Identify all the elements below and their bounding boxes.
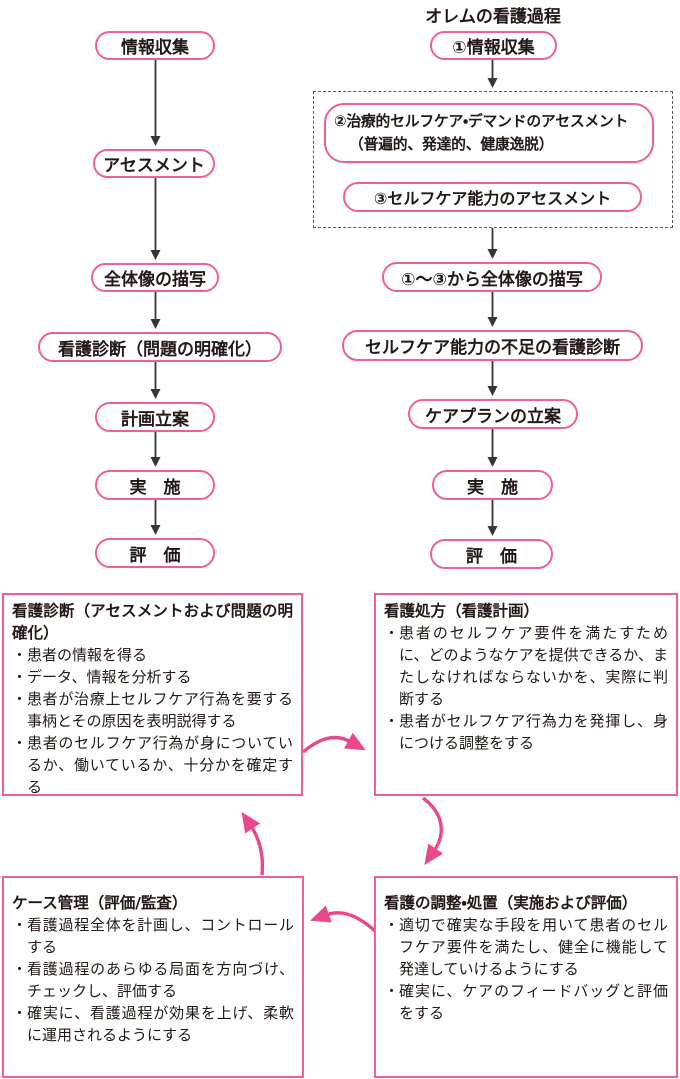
cycle-box-title: 看護処方（看護計画） — [384, 602, 540, 620]
left-flow-node-nursing-diagnosis: 看護診断（問題の明確化） — [38, 332, 282, 362]
bullet-marker: ・ — [384, 624, 400, 642]
cycle-box-title: 看護の調整・処置（実施および評価） — [384, 894, 638, 912]
list-item-text: 看護過程のあらゆる局面を方向づけ、チェックし、評価する — [27, 960, 294, 1000]
list-item-text: 確実に、看護過程が効果を上げ、柔軟に運用されるようにする — [27, 1004, 294, 1044]
cycle-box-nursing-regulation: 看護の調整・処置（実施および評価） ・ 適切で確実な手段を用いて患者のセルフケア… — [374, 876, 678, 1078]
list-item: ・ データ、情報を分析する — [12, 666, 293, 688]
left-flow-node-information-gathering: 情報収集 — [95, 31, 215, 60]
list-item: ・ 患者の情報を得る — [12, 644, 293, 666]
list-item-text: 患者の情報を得る — [27, 646, 148, 664]
bullet-marker: ・ — [12, 646, 28, 664]
list-item: ・ 患者のセルフケア要件を満たすために、どのようなケアを提供できるか、またしなけ… — [384, 622, 668, 710]
list-item: ・ 看護過程全体を計画し、コントロールする — [12, 914, 294, 958]
cycle-arrow-prescription-to-regulation — [421, 796, 444, 866]
right-flow-node-8-evaluation: 評 価 — [430, 539, 553, 569]
list-item-text: 患者のセルフケア行為が身についているか、働いているか、十分かを確定する — [27, 734, 293, 796]
bullet-marker: ・ — [12, 916, 28, 934]
list-item-text: 患者のセルフケア要件を満たすために、どのようなケアを提供できるか、またしなければ… — [399, 624, 668, 708]
list-item: ・ 患者が治療上セルフケア行為を要する事柄とその原因を表明説得する — [12, 688, 293, 732]
left-flow-node-planning: 計画立案 — [95, 402, 215, 432]
cycle-arrow-regulation-to-case-management — [309, 905, 377, 933]
diagram-title: オレムの看護過程 — [425, 7, 561, 27]
list-item-text: データ、情報を分析する — [27, 668, 192, 686]
cycle-box-title: ケース管理（評価/監査） — [12, 894, 188, 912]
bullet-marker: ・ — [12, 1004, 28, 1022]
list-item-text: 患者がセルフケア行為力を発揮し、身につける調整をする — [399, 712, 668, 752]
list-item-text: 患者が治療上セルフケア行為を要する事柄とその原因を表明説得する — [27, 690, 293, 730]
list-item: ・ 看護過程のあらゆる局面を方向づけ、チェックし、評価する — [12, 958, 294, 1002]
list-item: ・ 確実に、ケアのフィードバッグと評価をする — [384, 980, 668, 1024]
right-flow-node-6-care-plan: ケアプランの立案 — [408, 399, 578, 429]
bullet-marker: ・ — [12, 734, 28, 752]
list-item-text: 適切で確実な手段を用いて患者のセルフケア要件を満たし、健全に機能して発達していけ… — [399, 916, 668, 978]
list-item: ・ 適切で確実な手段を用いて患者のセルフケア要件を満たし、健全に機能して発達して… — [384, 914, 668, 980]
bullet-marker: ・ — [12, 690, 28, 708]
list-item: ・ 患者のセルフケア行為が身についているか、働いているか、十分かを確定する — [12, 732, 293, 796]
bullet-marker: ・ — [12, 668, 28, 686]
left-flow-node-implementation: 実 施 — [95, 470, 215, 500]
left-flow-node-overall-picture: 全体像の描写 — [91, 263, 219, 292]
right-flow-node-5-selfcare-deficit-diagnosis: セルフケア能力の不足の看護診断 — [342, 330, 643, 361]
cycle-box-case-management: ケース管理（評価/監査） ・ 看護過程全体を計画し、コントロールする ・ 看護過… — [2, 876, 304, 1078]
list-item: ・ 確実に、看護過程が効果を上げ、柔軟に運用されるようにする — [12, 1002, 294, 1046]
cycle-box-nursing-diagnosis: 看護診断（アセスメントおよび問題の明確化） ・ 患者の情報を得る ・ データ、情… — [2, 593, 303, 796]
cycle-arrow-diagnosis-to-prescription — [301, 732, 366, 754]
right-flow-node-1-information-gathering: ①情報収集 — [430, 31, 557, 60]
bullet-marker: ・ — [384, 982, 400, 1000]
bullet-marker: ・ — [12, 960, 28, 978]
left-flow-node-assessment: アセスメント — [93, 149, 215, 178]
right-flow-node-7-implementation: 実 施 — [432, 470, 553, 500]
cycle-arrow-case-management-to-diagnosis — [241, 811, 265, 876]
bullet-marker: ・ — [384, 712, 400, 730]
right-flow-node-4-overall-picture: ①～③から全体像の描写 — [382, 262, 602, 292]
left-flow-node-evaluation: 評 価 — [95, 538, 215, 568]
cycle-box-title: 看護診断（アセスメントおよび問題の明確化） — [12, 602, 293, 642]
node-2-line-2: （普遍的、発達的、健康逸脱） — [349, 136, 554, 153]
list-item-text: 看護過程全体を計画し、コントロールする — [27, 916, 294, 956]
right-flow-node-2-therapeutic-selfcare-demand: ②治療的セルフケア・デマンドのアセスメント （普遍的、発達的、健康逸脱） — [324, 103, 654, 163]
list-item-text: 確実に、ケアのフィードバッグと評価をする — [399, 982, 668, 1022]
node-2-line-1: ②治療的セルフケア・デマンドのアセスメント — [334, 113, 629, 130]
cycle-box-nursing-prescription: 看護処方（看護計画） ・ 患者のセルフケア要件を満たすために、どのようなケアを提… — [374, 593, 678, 796]
list-item: ・ 患者がセルフケア行為力を発揮し、身につける調整をする — [384, 710, 668, 754]
right-flow-node-3-selfcare-ability-assessment: ③セルフケア能力のアセスメント — [343, 182, 642, 212]
bullet-marker: ・ — [384, 916, 400, 934]
